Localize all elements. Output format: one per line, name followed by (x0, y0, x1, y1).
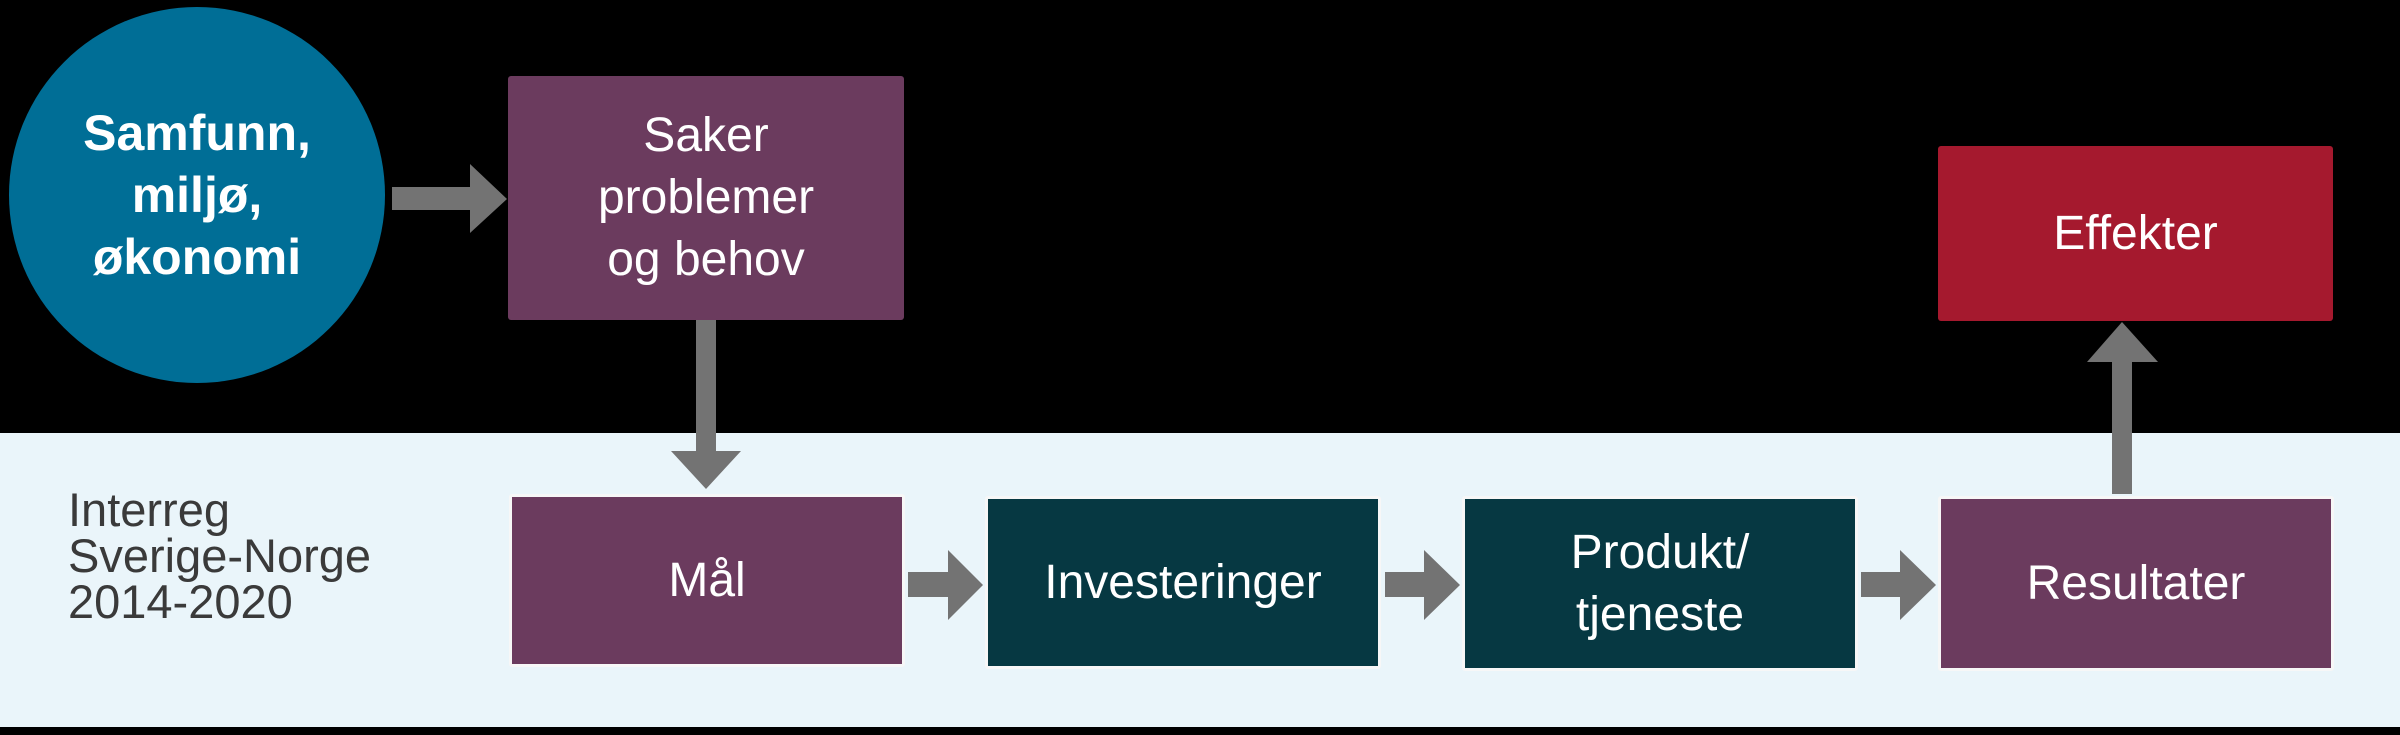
arrow-issues-to-goals (671, 320, 741, 489)
results-label: Resultater (2026, 556, 2246, 610)
goals-label: Mål (668, 553, 746, 607)
arrow-product-to-results (1861, 550, 1936, 620)
arrow-goals-to-investments (908, 550, 983, 620)
arrow-investments-to-product (1385, 550, 1460, 620)
arrow-society-to-issues (392, 164, 507, 233)
investments-label: Investeringer (1044, 555, 1322, 609)
goals-box: Mål (509, 494, 905, 667)
effects-box: Effekter (1938, 146, 2333, 321)
product-label: Produkt/ tjeneste (1570, 525, 1750, 641)
society-label: Samfunn, miljø, økonomi (83, 105, 311, 285)
product-box: Produkt/ tjeneste (1462, 496, 1858, 671)
program-label: Interreg Sverige-Norge 2014-2020 (68, 483, 372, 628)
issues-label: Saker problemer og behov (597, 109, 815, 286)
results-box: Resultater (1938, 496, 2334, 671)
arrow-results-to-effects (2087, 322, 2158, 494)
society-circle: Samfunn, miljø, økonomi (9, 7, 385, 383)
effects-label: Effekter (2053, 206, 2218, 260)
issues-box: Saker problemer og behov (508, 76, 904, 320)
investments-box: Investeringer (985, 496, 1381, 669)
